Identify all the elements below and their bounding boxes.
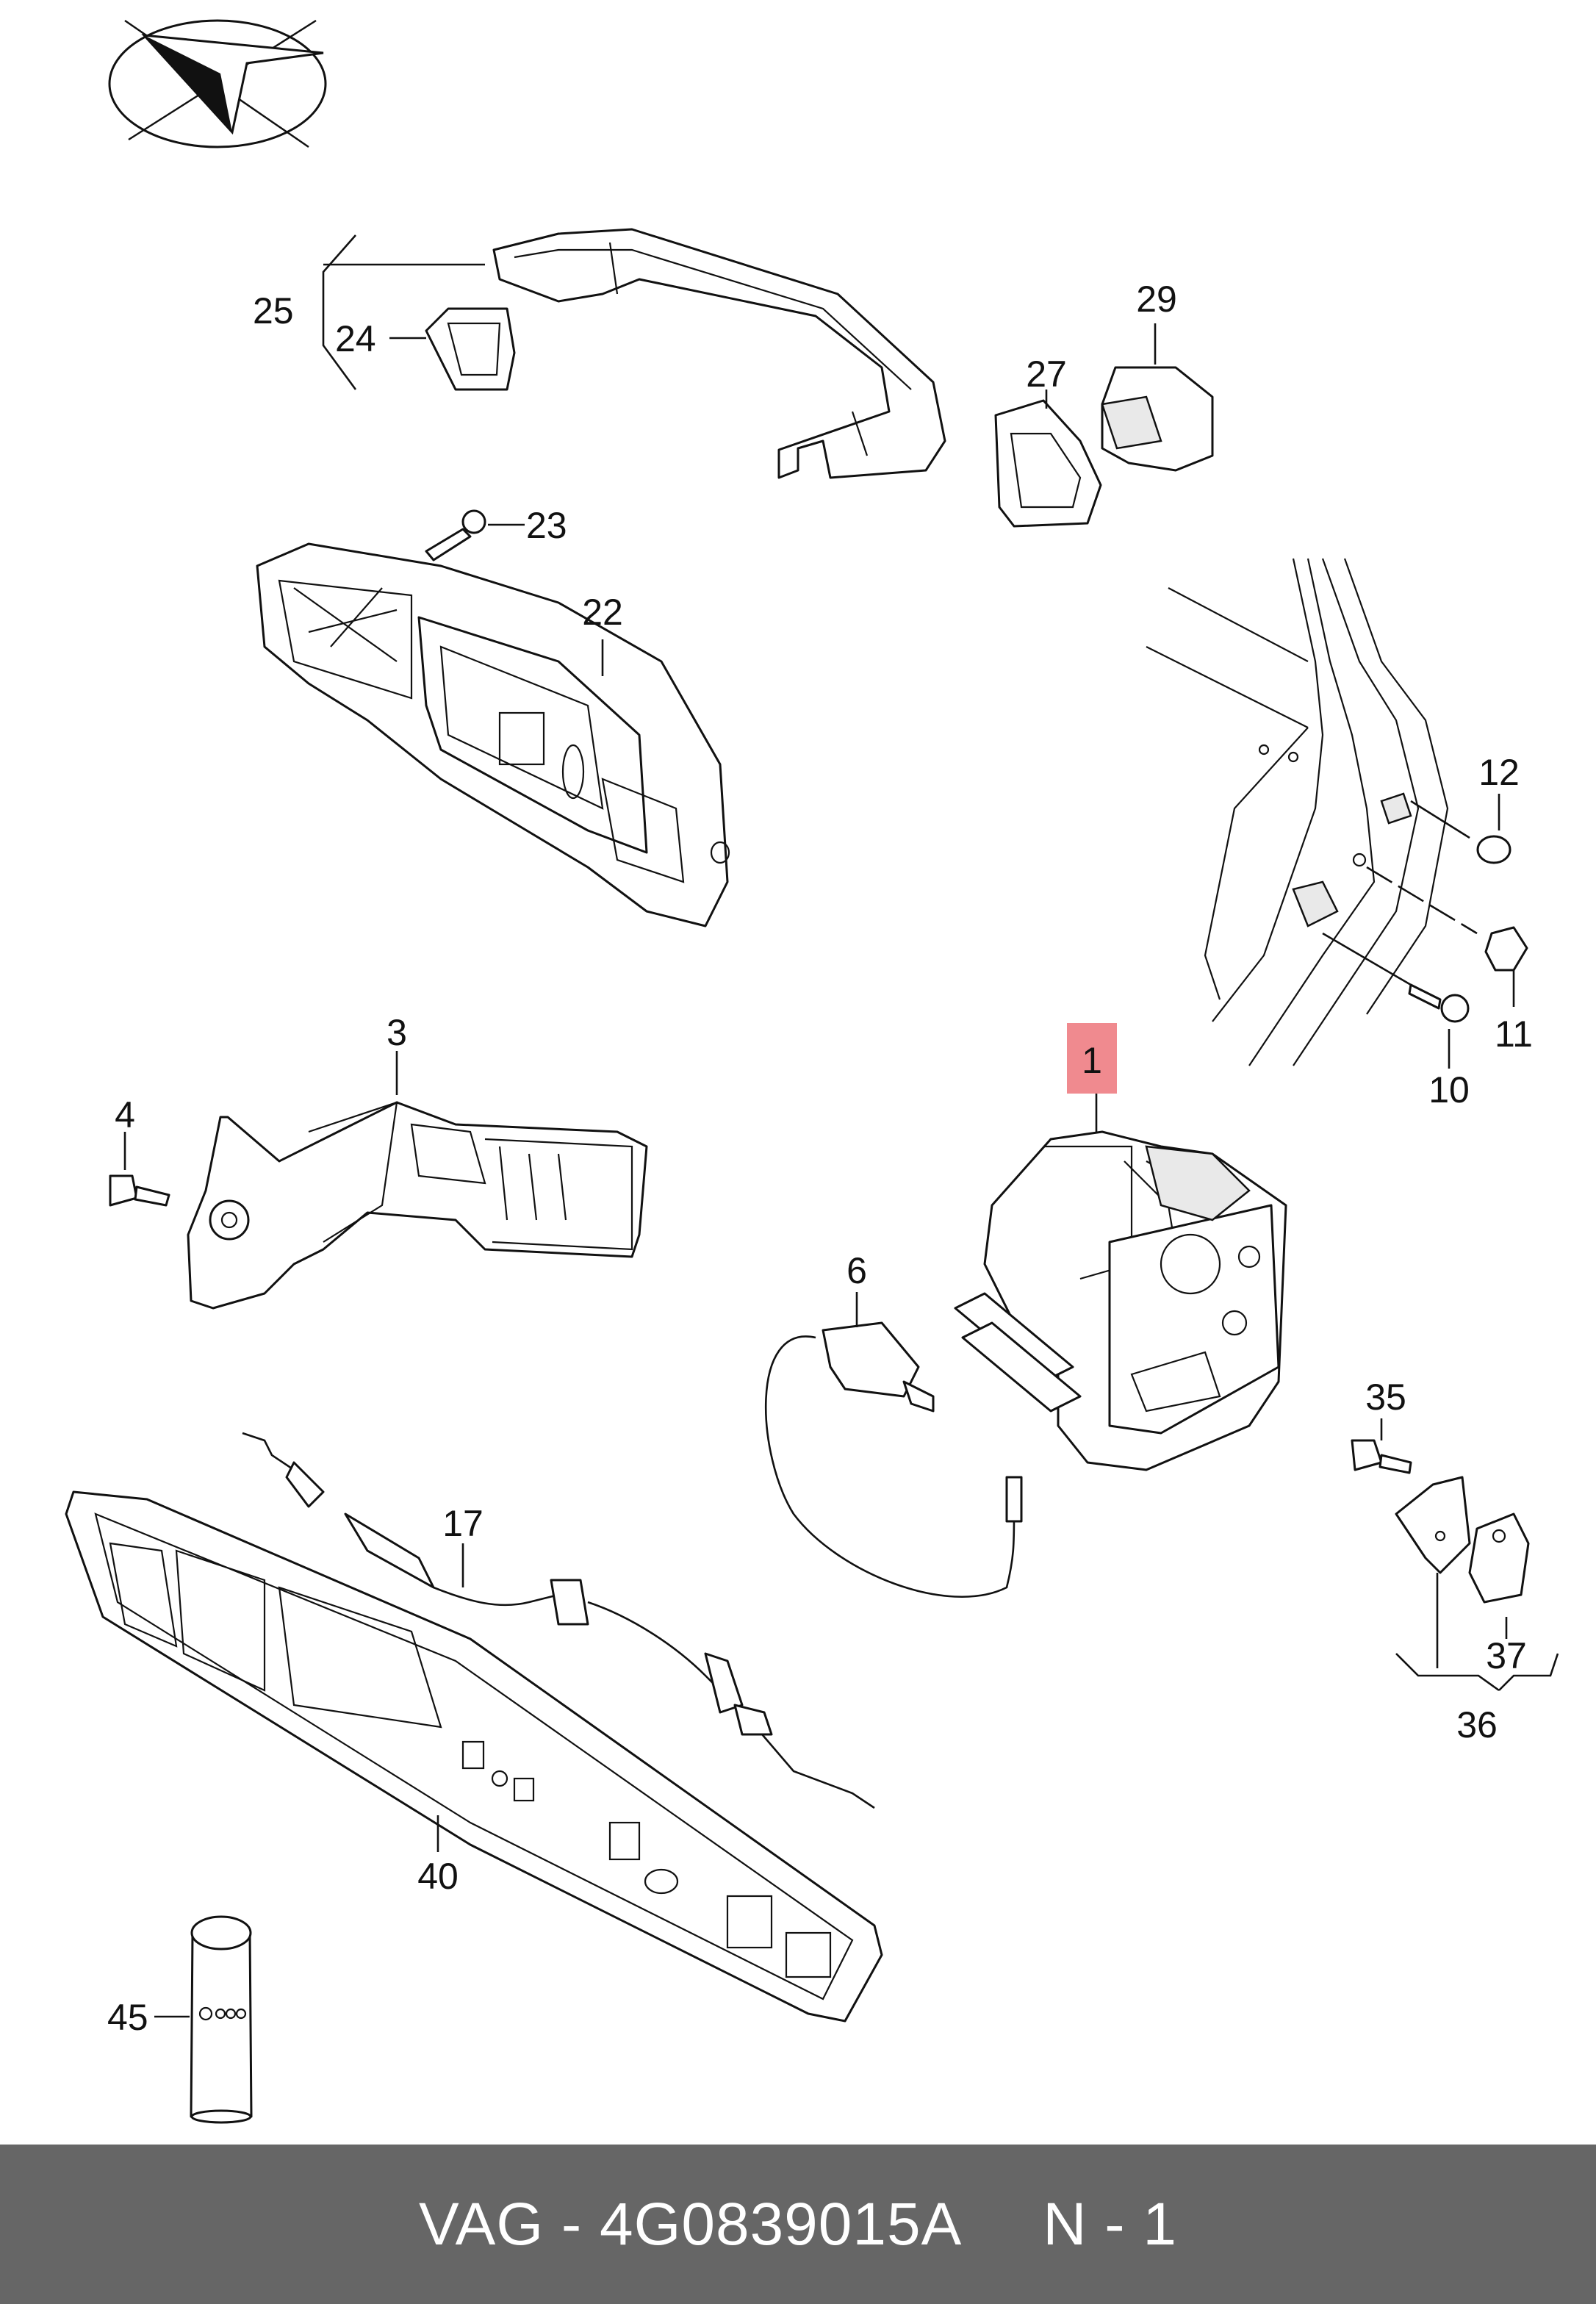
release-cable-6: [764, 1321, 1023, 1598]
lubricant-can-45: [190, 1915, 253, 2124]
door-frame-section: [1146, 558, 1449, 1066]
page-indicator-text: N - 1: [1043, 2190, 1177, 2258]
screw-4: [109, 1174, 170, 1207]
callout-3: 3: [387, 1012, 407, 1053]
callout-45: 45: [107, 1997, 148, 2038]
part-number-text: VAG - 4G0839015A: [419, 2190, 963, 2258]
door-lock-actuator: [954, 1130, 1287, 1471]
callout-leaders: [123, 234, 1559, 2018]
callout-12: 12: [1478, 752, 1520, 793]
callout-27: 27: [1026, 354, 1067, 395]
handle-carrier-bracket: [256, 542, 730, 927]
callout-22: 22: [582, 592, 623, 633]
callout-10: 10: [1428, 1069, 1470, 1110]
bowden-cable-17: [242, 1432, 875, 1809]
handle-cap-assembly: [994, 366, 1214, 528]
callout-4: 4: [115, 1094, 135, 1135]
callout-25: 25: [253, 290, 294, 331]
interior-trim-panel-40: [65, 1490, 883, 2023]
striker-assembly: [1351, 1439, 1530, 1604]
callout-17: 17: [442, 1503, 484, 1544]
callout-35: 35: [1365, 1377, 1406, 1418]
brand-logo-icon: [108, 19, 327, 148]
screw-23: [425, 509, 486, 561]
callout-36: 36: [1456, 1704, 1498, 1745]
callout-6: 6: [846, 1250, 867, 1291]
callout-1: 1: [1082, 1040, 1102, 1081]
callout-labels: 1 3 4 6 10 11 12 17 22 23 24 25 27 29 35…: [107, 279, 1533, 2038]
exploded-parts-diagram: 1 3 4 6 10 11 12 17 22 23 24 25 27 29 35…: [65, 19, 1559, 2124]
lock-bracket-3: [187, 1101, 648, 1310]
callout-29: 29: [1136, 279, 1177, 320]
part-number-footer: VAG - 4G0839015A N - 1: [0, 2145, 1596, 2304]
callout-23: 23: [526, 505, 567, 546]
callout-37: 37: [1486, 1635, 1527, 1676]
highlight-box: [1067, 1023, 1117, 1094]
callout-24: 24: [335, 318, 376, 359]
callout-40: 40: [417, 1856, 459, 1897]
callout-11: 11: [1495, 1013, 1533, 1055]
plug-and-bolt-group: [1322, 800, 1528, 1023]
outer-door-handle: [425, 228, 946, 479]
